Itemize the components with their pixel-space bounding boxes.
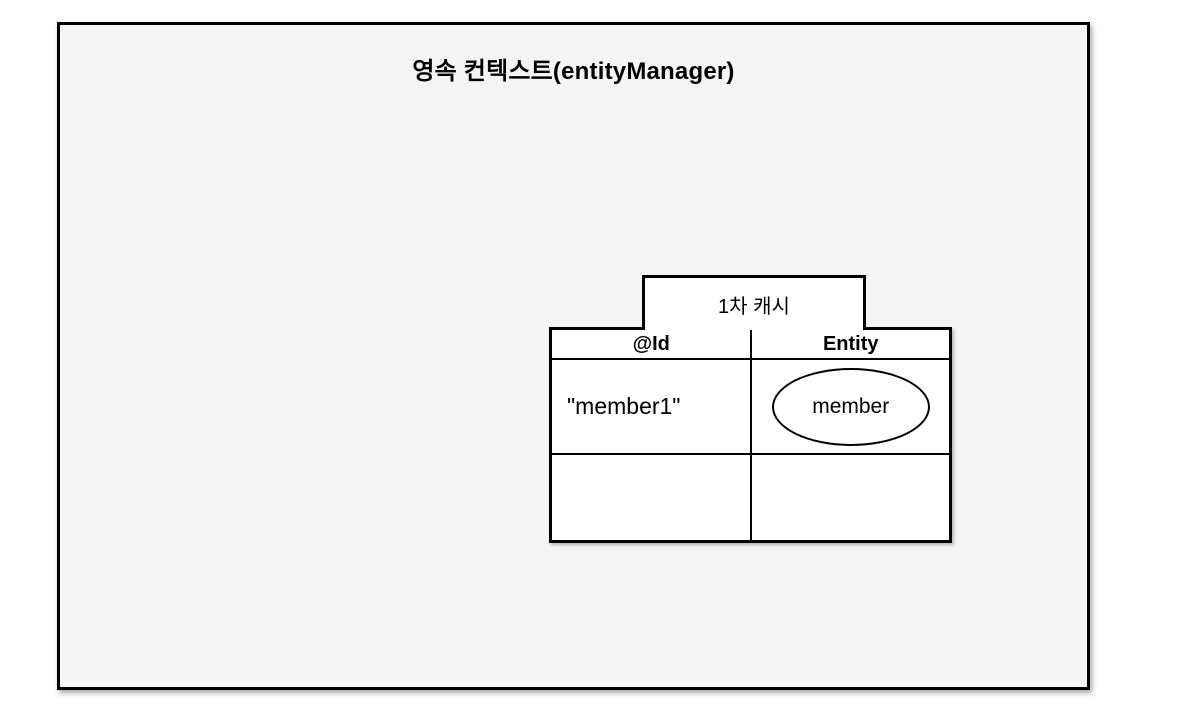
persistence-context-box: 영속 컨텍스트(entityManager) 1차 캐시 @Id Entity … (57, 22, 1090, 690)
cache-table-row2-id (552, 455, 753, 540)
first-level-cache-tab: 1차 캐시 (642, 275, 866, 330)
cache-table-header-entity: Entity (752, 330, 949, 360)
member-entity-ellipse: member (771, 367, 930, 446)
cache-table-row1-entity-cell: member (752, 360, 949, 455)
first-level-cache-label: 1차 캐시 (718, 295, 790, 318)
cache-table-row2-entity-cell (752, 455, 949, 540)
cache-table: @Id Entity "member1" member (549, 327, 952, 543)
persistence-context-title: 영속 컨텍스트(entityManager) (412, 58, 735, 85)
cache-table-header-id: @Id (552, 330, 753, 360)
cache-table-row1-id: "member1" (552, 360, 753, 455)
member-entity-label: member (812, 394, 890, 418)
